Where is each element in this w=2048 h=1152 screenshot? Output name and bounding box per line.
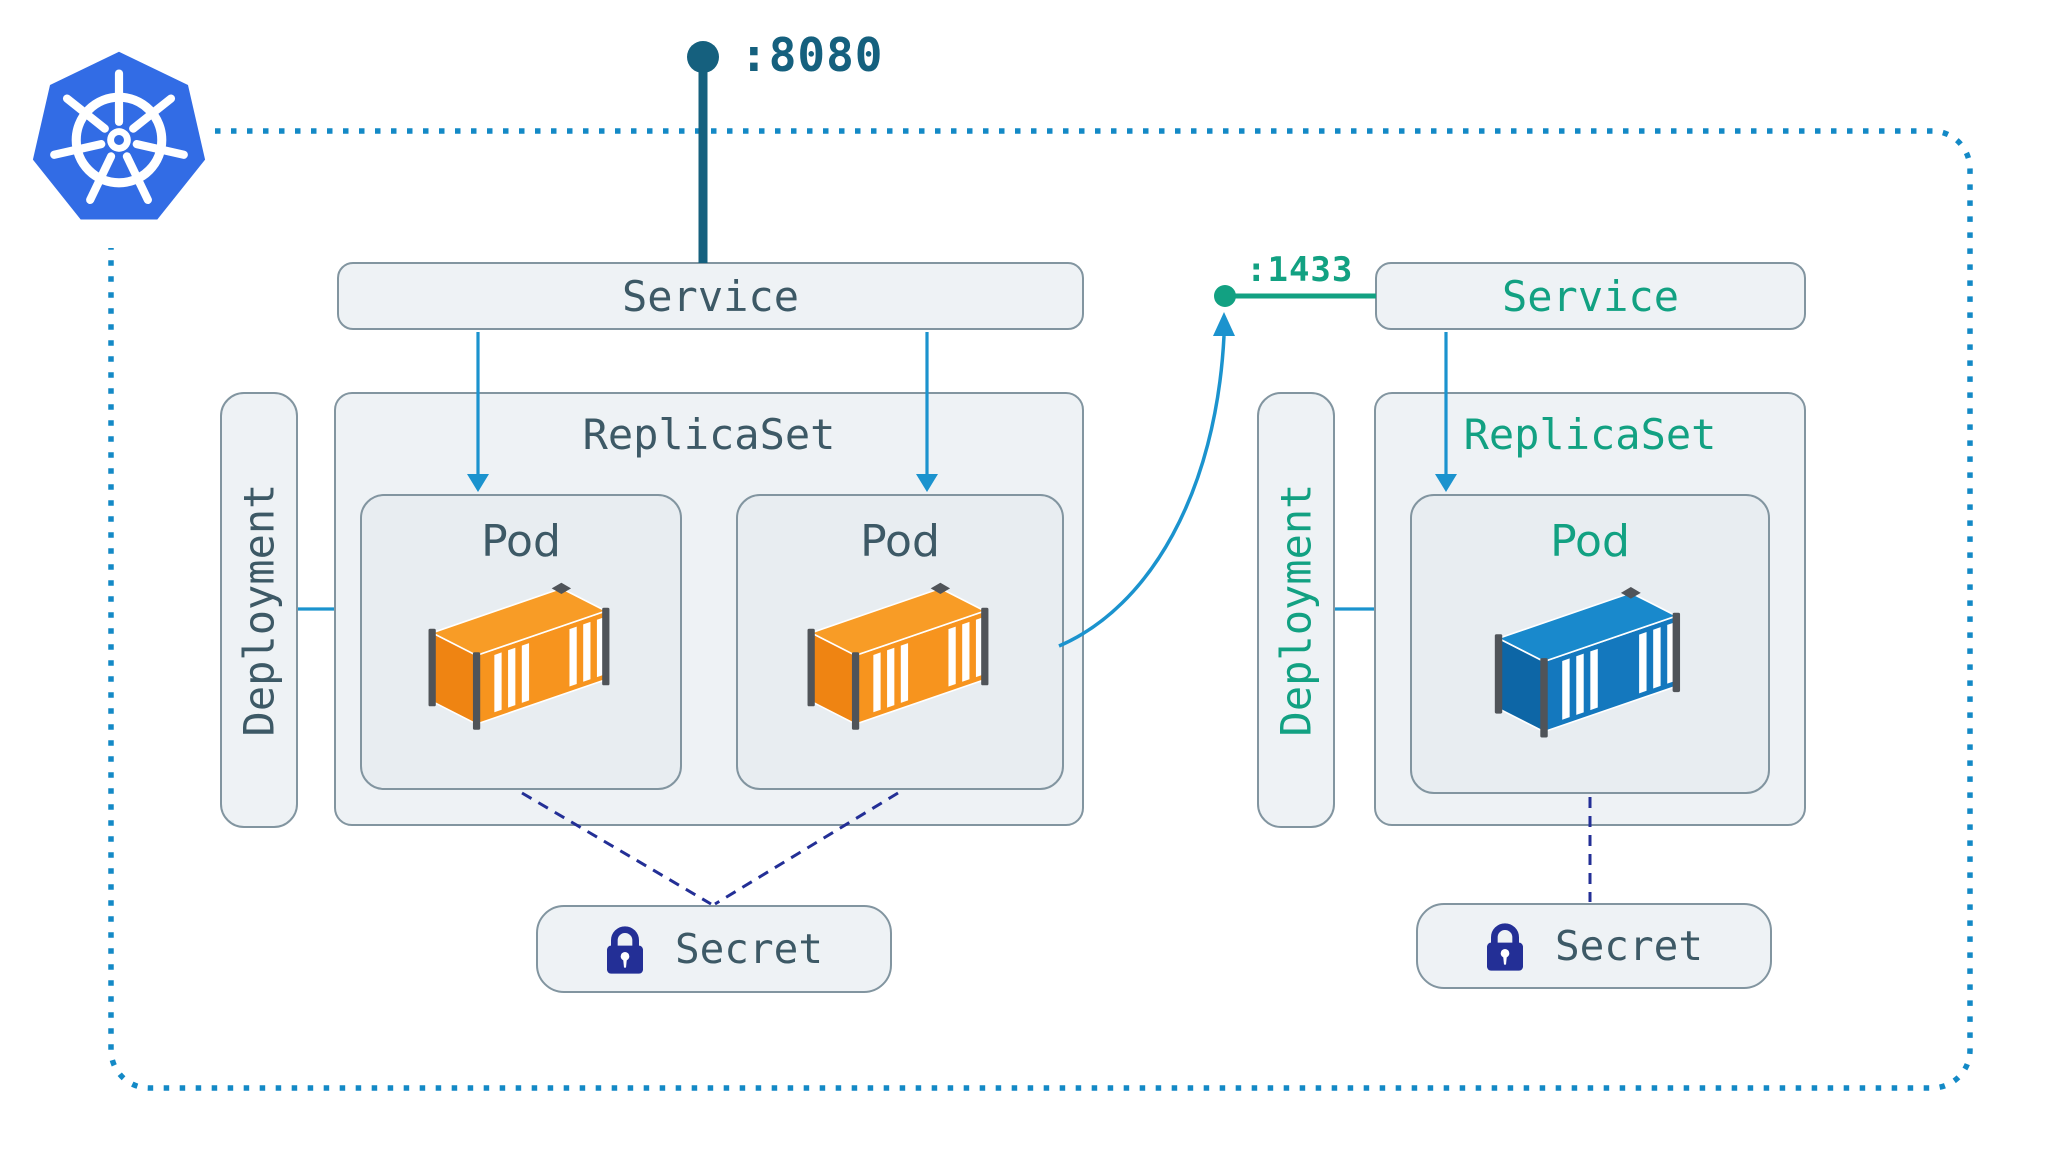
pod-label-db: Pod [1550,516,1630,567]
deployment-box-web: Deployment [220,392,298,828]
port-8080-connector [687,41,719,263]
port-8080-label: :8080 [740,28,884,82]
replicaset-label-db: ReplicaSet [1463,410,1717,459]
container-icon-blue [1494,587,1681,738]
container-icon-orange [807,582,989,730]
service-box-db: Service [1375,262,1806,330]
service-label-db: Service [1501,271,1679,321]
service-label-web: Service [621,271,799,321]
deployment-label-web: Deployment [234,483,284,737]
kubernetes-logo-icon [32,51,206,220]
secret-label-web: Secret [674,925,824,973]
pod-label-web-2: Pod [860,516,940,567]
secret-box-web: Secret [536,905,892,993]
secret-label-db: Secret [1554,922,1704,970]
replicaset-label-web: ReplicaSet [582,410,836,459]
lock-icon [1486,923,1523,971]
container-icon-orange [428,582,610,730]
service-box-web: Service [337,262,1084,330]
pod-label-web-1: Pod [481,516,561,567]
deployment-box-db: Deployment [1257,392,1335,828]
deployment-label-db: Deployment [1271,483,1321,737]
lock-icon [606,926,643,974]
port-1433-label: :1433 [1246,250,1354,290]
secret-box-db: Secret [1416,903,1772,989]
